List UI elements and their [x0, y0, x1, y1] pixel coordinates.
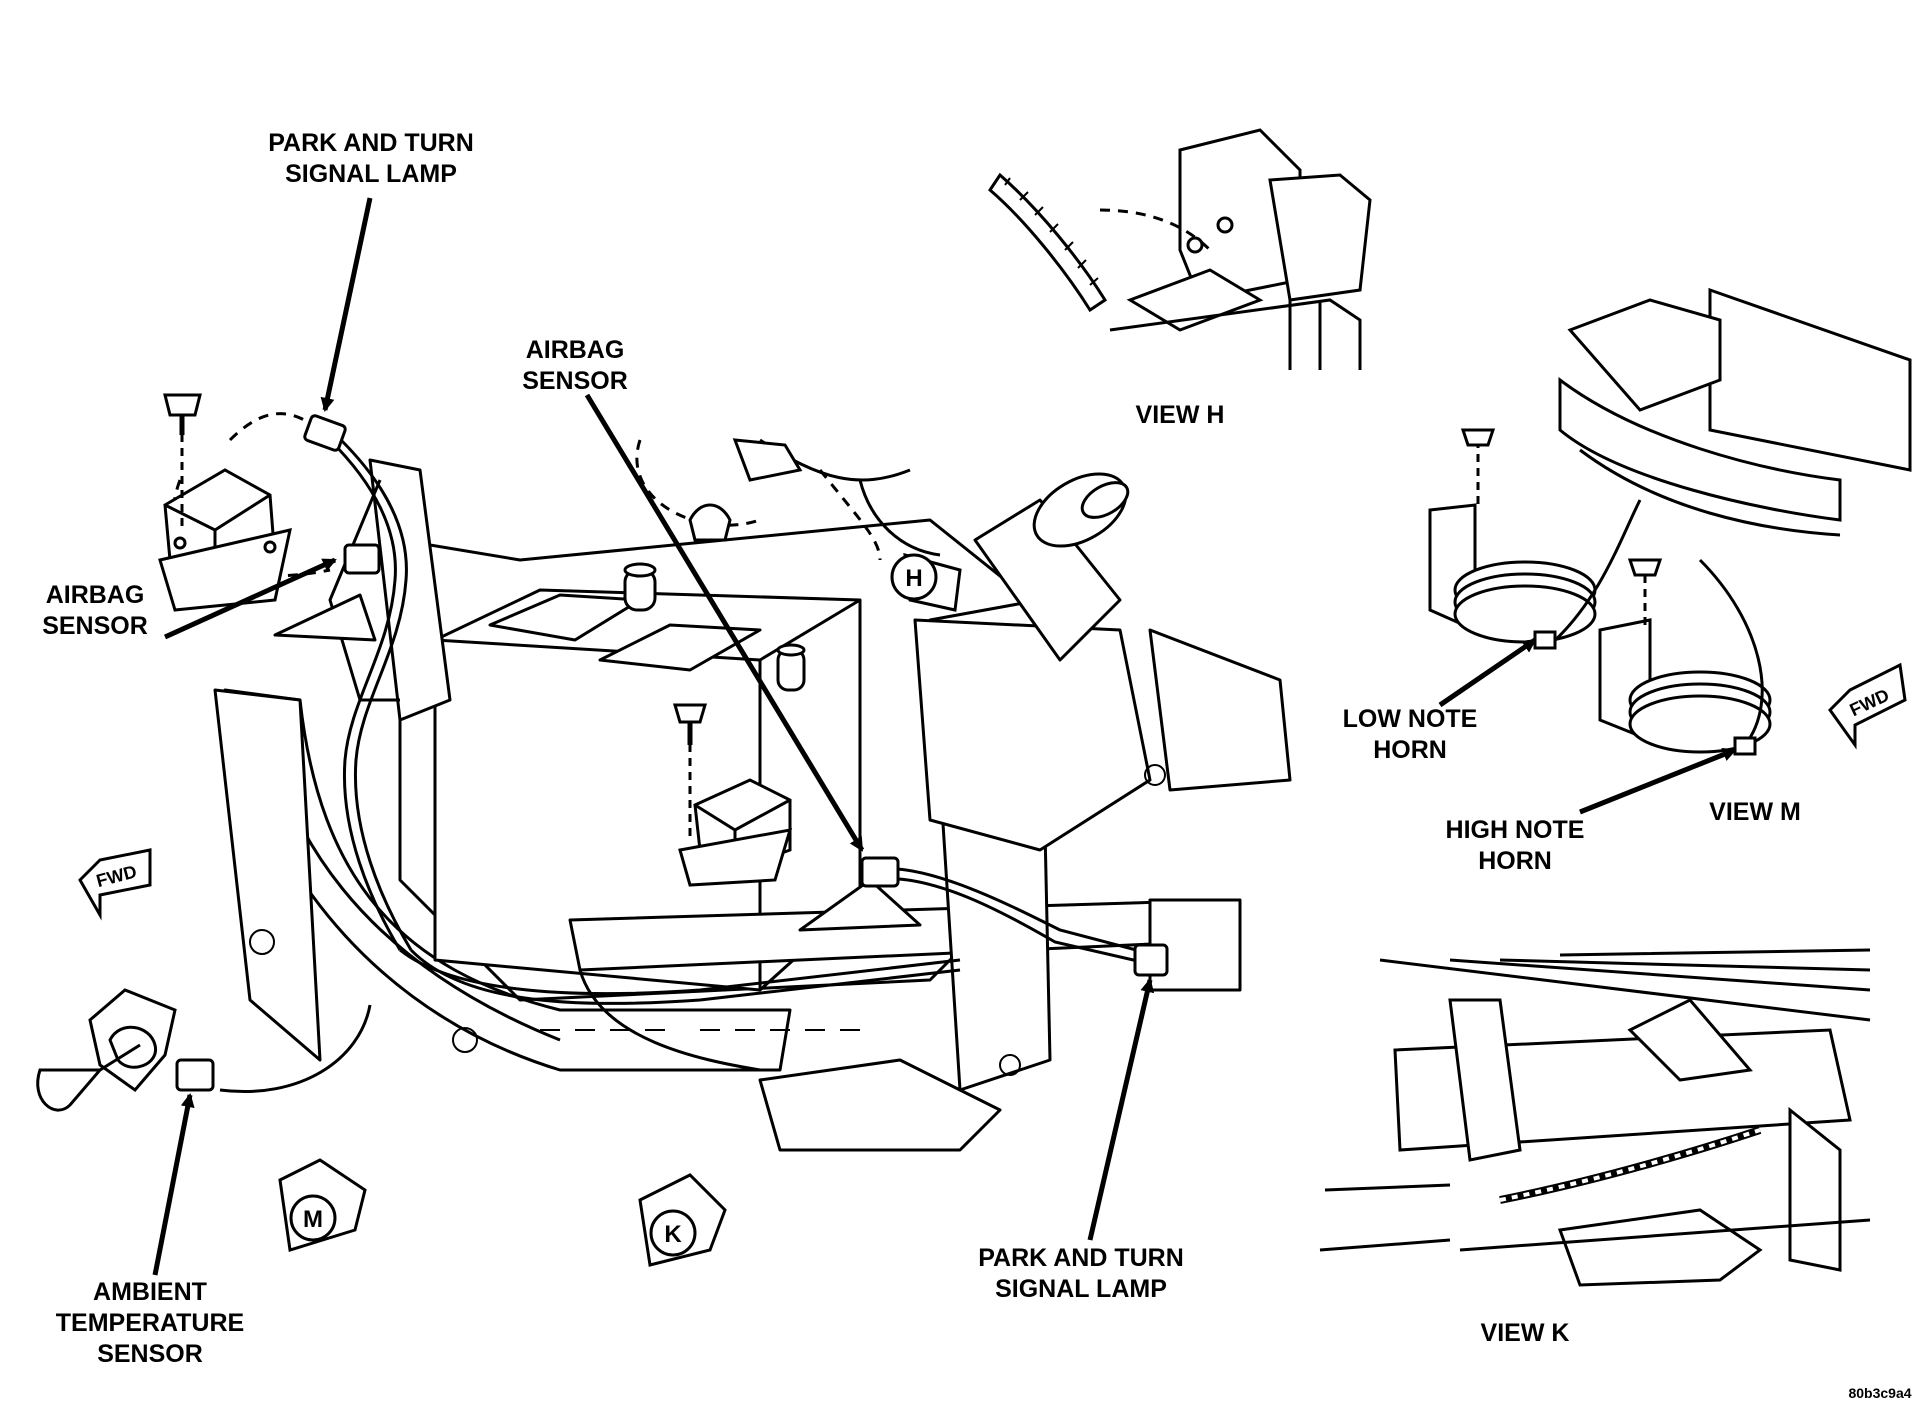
- label-low-note-horn: LOW NOTE HORN: [1342, 705, 1478, 764]
- leader-high-note-horn: [1579, 747, 1737, 815]
- fwd-arrow-left: FWD: [78, 848, 152, 921]
- airbag-sensor-connector-left: [343, 543, 381, 575]
- label-view-m: VIEW M: [1709, 798, 1801, 826]
- view-marker-m-letter: M: [303, 1206, 323, 1233]
- ambient-temperature-sensor-connector: [175, 1058, 215, 1092]
- airbag-sensor-center: [672, 703, 793, 887]
- park-turn-lamp-connector-left: [303, 414, 347, 452]
- view-marker-k-letter: K: [664, 1221, 682, 1248]
- label-ambient-temperature-sensor: AMBIENT TEMPERATURE SENSOR: [55, 1278, 245, 1368]
- airbag-sensor-left: [158, 393, 292, 612]
- label-view-k: VIEW K: [1480, 1319, 1570, 1347]
- airbag-sensor-connector-center: [860, 856, 900, 888]
- figure-code: 80b3c9a4: [1848, 1385, 1912, 1401]
- label-high-note-horn: HIGH NOTE HORN: [1445, 816, 1585, 875]
- label-park-turn-signal-lamp-right: PARK AND TURN SIGNAL LAMP: [978, 1244, 1184, 1303]
- view-marker-k: K: [638, 1173, 727, 1267]
- fwd-arrow-right: FWD: [1828, 662, 1907, 750]
- leader-ambient-temp: [152, 1093, 195, 1276]
- canister: [973, 472, 1130, 662]
- connectors: [175, 414, 1169, 1092]
- leader-airbag-left: [163, 557, 337, 640]
- label-airbag-sensor-left: AIRBAG SENSOR: [42, 581, 148, 640]
- leader-park-turn-right: [1087, 978, 1155, 1241]
- mount-bracket: [758, 1058, 1002, 1152]
- ambient-temperature-sensor: [36, 988, 177, 1112]
- view-marker-h-letter: H: [905, 565, 922, 592]
- low-note-horn: [1428, 428, 1597, 644]
- leader-low-note-horn: [1438, 637, 1537, 708]
- label-park-turn-signal-lamp-left: PARK AND TURN SIGNAL LAMP: [268, 129, 474, 188]
- park-turn-lamp-connector-right: [1133, 943, 1169, 977]
- leader-lines: [152, 197, 1737, 1276]
- view-marker-m: M: [278, 1158, 367, 1252]
- leader-airbag-center: [584, 393, 865, 852]
- main-assembly: [213, 458, 1292, 1152]
- view-marker-h: H: [890, 552, 962, 612]
- label-view-h: VIEW H: [1135, 401, 1225, 429]
- label-airbag-sensor-center: AIRBAG SENSOR: [522, 336, 628, 395]
- radiator-support: [213, 688, 322, 1062]
- view-h-drawing: [988, 128, 1372, 370]
- leader-park-turn-left: [320, 197, 373, 412]
- view-m-drawing: [1428, 287, 1912, 756]
- high-note-horn: [1598, 558, 1772, 754]
- view-k-drawing: [1319, 948, 1871, 1287]
